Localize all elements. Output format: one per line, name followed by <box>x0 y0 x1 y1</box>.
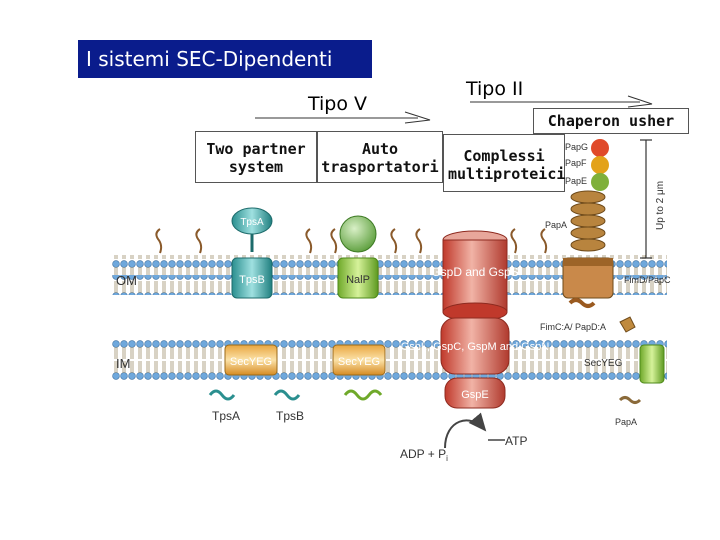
secyeg-2-label: SecYEG <box>338 356 380 368</box>
papg-label: PapG <box>565 142 588 152</box>
tpsb-bottom-label: TpsB <box>276 409 304 423</box>
papf-label: PapF <box>565 158 587 168</box>
fimd-label: FimD/PapC <box>624 275 671 285</box>
tpsa-bottom-label: TpsA <box>212 409 240 423</box>
papa2-label: PapA <box>615 417 637 427</box>
fimc-label: FimC:A/ PapD:A <box>540 322 606 332</box>
up-to-label: Up to 2 μm <box>655 181 666 230</box>
tpsa-top-label: TpsA <box>240 217 264 228</box>
secyeg-1-label: SecYEG <box>230 356 272 368</box>
om-label: OM <box>116 273 137 288</box>
two-partner-box: Two partner system <box>195 131 317 183</box>
complessi-box: Complessi multiproteici <box>443 134 565 192</box>
secyeg-3-label: SecYEG <box>584 358 623 369</box>
nalp-label: NalP <box>346 274 370 286</box>
adp-label: ADP + Pi <box>400 447 448 463</box>
tipo-v-header: Tipo V <box>308 93 368 115</box>
atp-label: ATP <box>505 434 527 448</box>
chaperon-box: Chaperon usher <box>533 108 689 134</box>
slide-title: I sistemi SEC-Dipendenti <box>78 40 372 78</box>
gsp-ds-label: GspD and GspS <box>431 265 518 279</box>
im-label: IM <box>116 356 130 371</box>
papa-label: PapA <box>545 220 567 230</box>
pilus-subunits <box>570 139 609 252</box>
tipo-ii-header: Tipo II <box>466 78 524 100</box>
gspe-label: GspE <box>461 389 489 401</box>
pape-label: PapE <box>565 176 587 186</box>
auto-box: Auto trasportatori <box>317 131 443 183</box>
gsp-lcmn-label: GspL, GspC, GspM and GspN <box>401 341 550 353</box>
tpsb-om-label: TpsB <box>239 274 265 286</box>
